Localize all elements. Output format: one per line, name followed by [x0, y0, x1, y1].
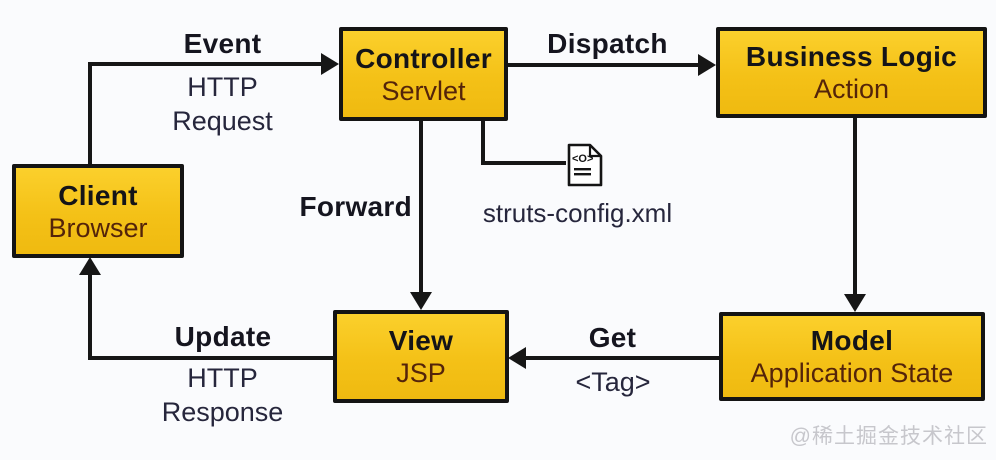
- node-title: Client: [58, 179, 138, 211]
- get-connector: [526, 356, 720, 360]
- dispatch-connector: [508, 63, 698, 67]
- arrowhead-down-icon: [844, 294, 866, 312]
- node-model-application-state: Model Application State: [719, 312, 985, 401]
- node-subtitle: Action: [813, 74, 890, 104]
- config-connector-vertical: [481, 121, 485, 165]
- edge-sublabel-tag: <Tag>: [575, 367, 651, 397]
- edge-sublabel-http-request: HTTP Request: [140, 70, 305, 138]
- arrowhead-right-icon: [321, 53, 339, 75]
- config-connector-horizontal: [481, 161, 566, 165]
- node-subtitle: Application State: [750, 358, 954, 388]
- arrowhead-left-icon: [508, 347, 526, 369]
- edge-label-get: Get: [588, 322, 637, 353]
- edge-label-update: Update: [174, 321, 272, 352]
- config-file-label: struts-config.xml: [482, 198, 673, 228]
- edge-label-dispatch: Dispatch: [547, 28, 668, 59]
- edge-sublabel-line: HTTP: [187, 72, 258, 102]
- event-connector-horizontal: [88, 62, 321, 66]
- node-client-browser: Client Browser: [12, 164, 184, 258]
- node-subtitle: Servlet: [381, 75, 466, 106]
- node-view-jsp: View JSP: [333, 310, 509, 403]
- arrowhead-down-icon: [410, 292, 432, 310]
- edge-label-event: Event: [183, 28, 262, 59]
- node-business-logic-action: Business Logic Action: [716, 27, 987, 118]
- node-subtitle: Browser: [48, 212, 148, 243]
- arrowhead-up-icon: [79, 257, 101, 275]
- edge-sublabel-line: HTTP: [187, 363, 258, 393]
- edge-label-forward: Forward: [299, 191, 412, 222]
- node-controller-servlet: Controller Servlet: [339, 27, 508, 121]
- edge-sublabel-line: Response: [161, 397, 284, 427]
- xml-file-icon: <O>: [567, 143, 603, 187]
- edge-sublabel-line: Request: [172, 106, 273, 136]
- watermark: @稀土掘金技术社区: [789, 425, 988, 448]
- node-title: Business Logic: [745, 41, 958, 72]
- edge-sublabel-http-response: HTTP Response: [135, 361, 310, 429]
- node-title: Controller: [355, 42, 492, 74]
- update-connector-horizontal: [88, 356, 333, 360]
- arrowhead-right-icon: [698, 54, 716, 76]
- node-subtitle: JSP: [396, 358, 446, 388]
- node-title: View: [388, 325, 454, 356]
- node-title: Model: [810, 325, 894, 356]
- update-connector-vertical: [88, 275, 92, 360]
- event-connector-vertical: [88, 62, 92, 166]
- forward-connector: [419, 121, 423, 293]
- business-to-model-connector: [853, 118, 857, 294]
- svg-text:<O>: <O>: [572, 153, 593, 165]
